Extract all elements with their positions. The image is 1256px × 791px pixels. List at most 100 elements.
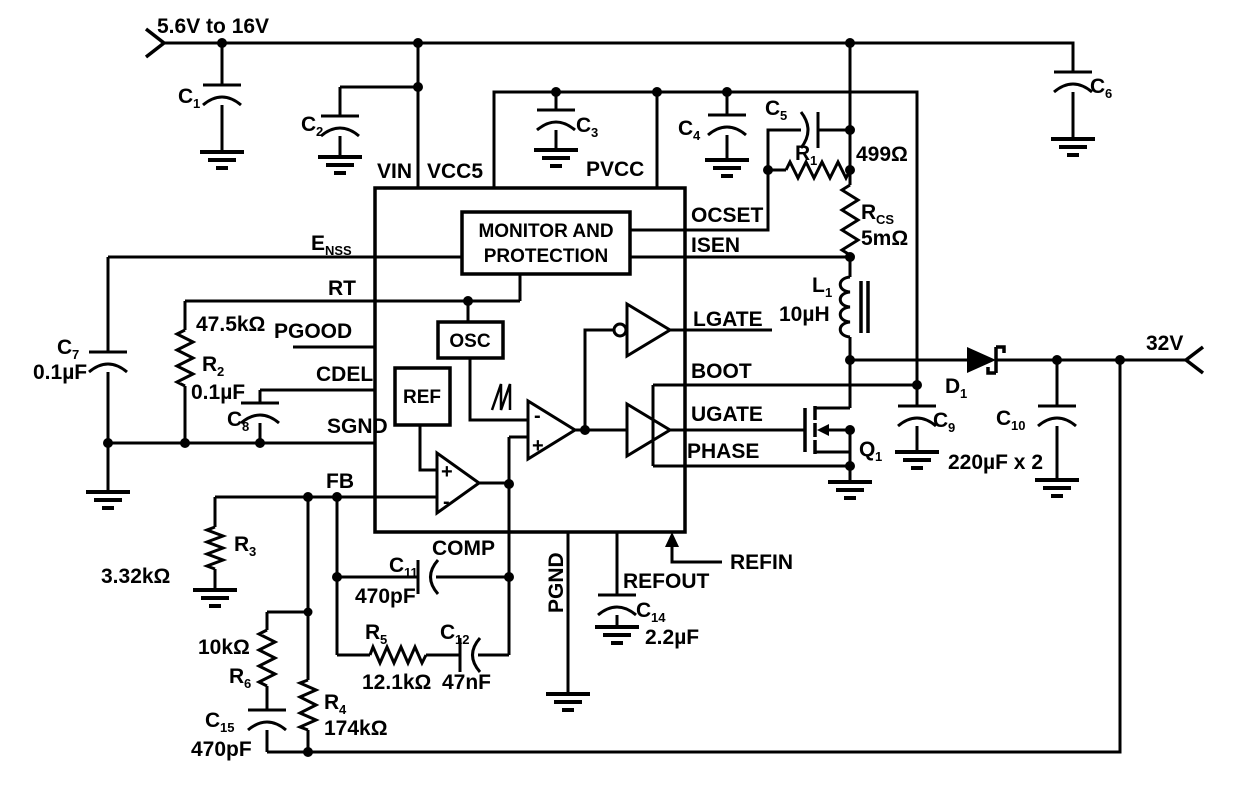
wire-refin bbox=[670, 546, 722, 564]
wire-enss-c7 bbox=[106, 255, 462, 490]
pin-label-comp: COMP bbox=[432, 537, 495, 560]
label-c11-sub: 11 bbox=[404, 565, 418, 580]
label-c7: C bbox=[57, 336, 72, 359]
label-r1-sub: 1 bbox=[810, 153, 817, 168]
value-r1: 499Ω bbox=[856, 143, 908, 166]
label-c1-sub: 1 bbox=[193, 96, 200, 111]
label-r2: R bbox=[202, 353, 217, 376]
inverter-bubble-icon bbox=[612, 322, 628, 338]
label-c8-sub: 8 bbox=[242, 419, 249, 434]
wire-fb-r3 bbox=[213, 495, 437, 588]
label-c10-sub: 10 bbox=[1011, 418, 1025, 433]
capacitor-c7 bbox=[87, 350, 129, 374]
error-amplifier bbox=[435, 450, 482, 516]
resistor-r2 bbox=[173, 328, 197, 388]
label-r3: R bbox=[234, 533, 249, 556]
erroramp-minus-mark: - bbox=[443, 491, 450, 513]
label-c9-sub: 9 bbox=[948, 420, 955, 435]
label-c6: C bbox=[1090, 75, 1105, 98]
pin-label-lgate: LGATE bbox=[693, 308, 763, 331]
label-r6-sub: 6 bbox=[244, 676, 251, 691]
value-c14: 2.2µF bbox=[645, 626, 699, 649]
pin-label-pgood: PGOOD bbox=[274, 320, 352, 343]
value-c12: 47nF bbox=[442, 671, 491, 694]
input-voltage-label: 5.6V to 16V bbox=[157, 15, 269, 38]
label-c4: C bbox=[678, 117, 693, 140]
output-terminal-icon bbox=[1183, 345, 1205, 375]
label-r5-sub: 5 bbox=[380, 632, 387, 647]
resistor-r4 bbox=[296, 678, 320, 732]
label-r4: R bbox=[324, 691, 339, 714]
resistor-r3 bbox=[202, 525, 228, 571]
monitor-protection-block bbox=[460, 210, 632, 276]
pwm-minus-mark: - bbox=[534, 405, 541, 427]
pin-label-enss-sub: NSS bbox=[325, 243, 352, 258]
label-c15: C bbox=[205, 709, 220, 732]
label-c4-sub: 4 bbox=[693, 128, 701, 143]
resistor-r1 bbox=[784, 158, 852, 182]
schottky-diode-d1 bbox=[967, 345, 1006, 375]
label-rcs-sub: CS bbox=[876, 212, 894, 227]
block-label-monitor-line2: PROTECTION bbox=[484, 246, 609, 267]
junction-dots bbox=[103, 38, 1125, 757]
pwm-comparator bbox=[526, 398, 578, 462]
label-l1: L bbox=[812, 274, 825, 297]
resistor-r6 bbox=[255, 628, 279, 688]
wire-rt-r2 bbox=[183, 274, 522, 443]
pin-label-isen: ISEN bbox=[691, 234, 740, 257]
value-c11: 470pF bbox=[355, 585, 416, 608]
pwm-plus-mark: + bbox=[532, 435, 544, 457]
label-c12-sub: 12 bbox=[455, 632, 469, 647]
label-c10: C bbox=[996, 407, 1011, 430]
pin-label-pvcc: PVCC bbox=[586, 158, 644, 181]
label-c2: C bbox=[301, 113, 316, 136]
sawtooth-wave-icon bbox=[490, 383, 512, 411]
refin-arrow-icon bbox=[665, 532, 679, 547]
label-r3-sub: 3 bbox=[249, 544, 256, 559]
erroramp-plus-mark: + bbox=[441, 461, 453, 483]
capacitor-c15 bbox=[246, 708, 288, 732]
pin-label-sgnd: SGND bbox=[327, 415, 388, 438]
label-rcs: R bbox=[861, 201, 876, 224]
label-c12: C bbox=[440, 621, 455, 644]
value-l1: 10µH bbox=[779, 303, 830, 326]
label-q1: Q bbox=[859, 438, 875, 461]
label-q1-sub: 1 bbox=[875, 449, 882, 464]
output-voltage-label: 32V bbox=[1146, 332, 1183, 355]
pin-label-refout: REFOUT bbox=[623, 570, 710, 593]
pin-label-phase: PHASE bbox=[687, 440, 759, 463]
pin-label-vin: VIN bbox=[377, 160, 412, 183]
wires bbox=[106, 41, 1186, 754]
label-c14: C bbox=[636, 599, 651, 622]
label-c1: C bbox=[178, 85, 193, 108]
ref-block bbox=[393, 366, 452, 427]
pin-label-ugate: UGATE bbox=[691, 403, 763, 426]
pin-label-vcc5: VCC5 bbox=[427, 160, 483, 183]
resistor-rcs bbox=[839, 183, 861, 257]
block-label-osc: OSC bbox=[449, 331, 490, 352]
value-r2: 47.5kΩ bbox=[196, 313, 265, 336]
label-d1-sub: 1 bbox=[960, 386, 967, 401]
pin-label-refin: REFIN bbox=[730, 551, 793, 574]
wire-c2 bbox=[338, 85, 418, 155]
wire-input-rail bbox=[164, 41, 1075, 137]
value-r5: 12.1kΩ bbox=[362, 671, 431, 694]
value-r4: 174kΩ bbox=[324, 717, 388, 740]
value-c15: 470pF bbox=[191, 738, 252, 761]
label-c5: C bbox=[765, 97, 780, 120]
label-c9: C bbox=[933, 409, 948, 432]
label-c7-sub: 7 bbox=[72, 347, 79, 362]
label-c11: C bbox=[389, 554, 404, 577]
label-r5: R bbox=[365, 621, 380, 644]
label-r1: R bbox=[795, 142, 810, 165]
wire-fb-divider bbox=[265, 497, 310, 752]
wire-boot-phase bbox=[651, 383, 917, 468]
label-c6-sub: 6 bbox=[1105, 86, 1112, 101]
label-c3: C bbox=[576, 114, 591, 137]
label-c3-sub: 3 bbox=[591, 125, 598, 140]
inductor-l1 bbox=[838, 275, 870, 339]
block-label-ref: REF bbox=[403, 387, 441, 408]
label-c8: C bbox=[227, 408, 242, 431]
label-r4-sub: 4 bbox=[339, 702, 347, 717]
